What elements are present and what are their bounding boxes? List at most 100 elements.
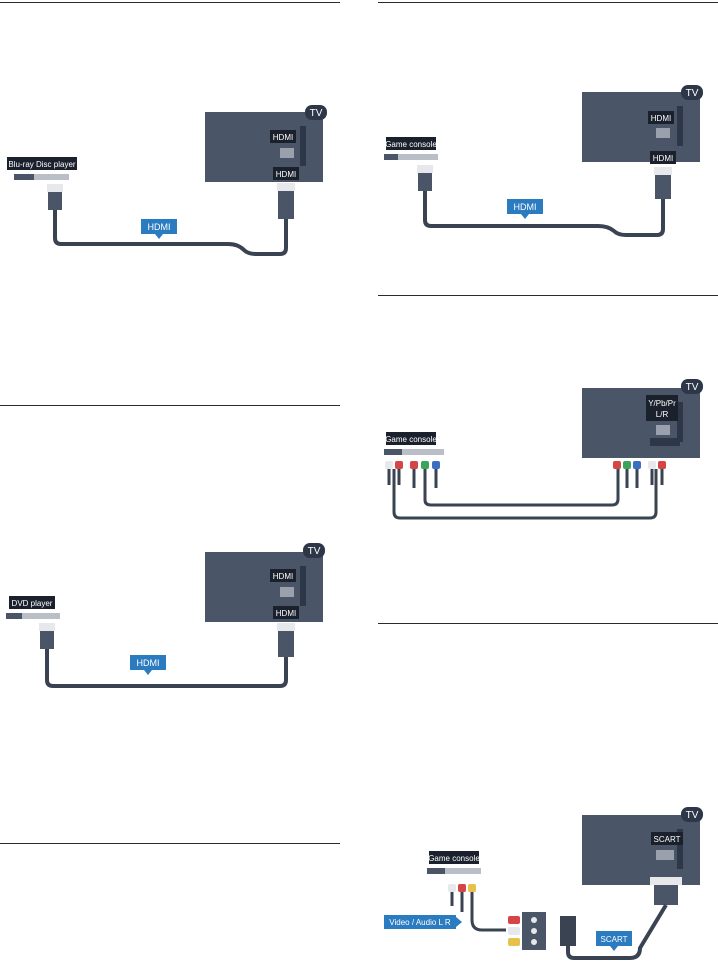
scart-port-label-bg <box>651 832 683 845</box>
plug-red <box>508 916 520 924</box>
component-video-cable <box>423 469 620 507</box>
cable-badge-pointer <box>610 946 618 951</box>
hdmi-port <box>656 128 670 138</box>
hdmi-plug-label: HDMI <box>653 154 673 163</box>
component-port-label-line2: L/R <box>656 410 669 419</box>
diagram-game-console-hdmi: TV HDMI HDMI Game console HDMI <box>384 85 703 237</box>
hdmi-port-label: HDMI <box>651 114 671 123</box>
divider-left-top <box>0 2 340 3</box>
hdmi-port-label: HDMI <box>273 572 293 581</box>
tv-side-plug <box>277 183 295 191</box>
hdmi-port-label-bg <box>648 111 674 124</box>
cable-badge-pointer <box>521 214 529 219</box>
device-label-bg <box>9 596 55 609</box>
plug-white <box>508 927 520 935</box>
plug-white <box>385 461 393 469</box>
device-side-plug <box>39 623 55 631</box>
scart-port <box>656 850 674 860</box>
cable-label: HDMI <box>137 658 160 668</box>
device-side-plug-body <box>418 173 432 191</box>
divider-right-mid <box>378 295 718 296</box>
device-body <box>384 449 444 455</box>
cable-badge <box>141 219 177 234</box>
plug-red <box>395 461 403 469</box>
adapter-jack <box>531 928 537 934</box>
diagram-dvd-hdmi: TV HDMI HDMI DVD player HDMI <box>6 543 325 688</box>
tv-side-plug-body <box>278 191 294 219</box>
device-body-dark <box>6 613 22 619</box>
cable-label: HDMI <box>514 202 537 212</box>
cable-badge-pointer <box>155 234 163 239</box>
hdmi-plug-label: HDMI <box>276 170 296 179</box>
plug-red <box>458 884 466 892</box>
plug-blue <box>432 461 440 469</box>
device-body-dark <box>14 174 34 180</box>
plug-yellow <box>508 938 520 946</box>
device-label: Game console <box>385 140 437 149</box>
cable-badge <box>596 931 632 946</box>
tv-label: TV <box>310 108 323 119</box>
plug-blue <box>633 461 641 469</box>
device-body-dark <box>384 154 398 160</box>
tv-label: TV <box>308 546 321 557</box>
tv-label: TV <box>686 382 699 393</box>
device-body <box>384 154 438 160</box>
device-body <box>427 868 481 874</box>
component-port-label-bg <box>646 395 678 421</box>
hdmi-port-label-bg <box>270 130 296 143</box>
device-side-rca-plugs <box>448 884 476 892</box>
tv-port-strip <box>650 438 680 446</box>
tv-stand-slot <box>677 106 683 146</box>
device-body <box>14 174 69 180</box>
tv-scart-plug-body <box>654 885 678 905</box>
cable-label: SCART <box>601 935 628 944</box>
hdmi-port <box>280 148 294 158</box>
device-body <box>6 613 60 619</box>
tv-stand-slot <box>300 126 306 166</box>
scart-cable <box>566 903 668 960</box>
adapter-jack <box>531 917 537 923</box>
hdmi-cable <box>45 649 288 688</box>
plug-white <box>648 461 656 469</box>
hdmi-port <box>280 587 294 597</box>
hdmi-port-label-bg <box>270 569 296 582</box>
diagram-game-console-ypbpr: TV Y/Pb/Pr L/R Game console <box>384 379 703 520</box>
cable-label: HDMI <box>148 222 171 232</box>
device-side-rca-plugs <box>385 461 440 469</box>
device-label: DVD player <box>12 599 53 608</box>
component-port-label-line1: Y/Pb/Pr <box>648 399 676 408</box>
cable-badge <box>130 655 166 670</box>
device-side-plug-body <box>48 192 62 210</box>
device-label-bg <box>429 851 479 864</box>
device-label-bg <box>7 157 77 170</box>
plug-green <box>623 461 631 469</box>
tv-side-plug <box>277 623 295 631</box>
tv-stand-slot <box>300 566 306 606</box>
device-side-plug <box>47 184 63 192</box>
tv-side-plug-body <box>655 175 671 199</box>
device-label: Game console <box>428 854 480 863</box>
plug-red <box>410 461 418 469</box>
hdmi-plug-label-bg <box>273 606 299 619</box>
tv-badge <box>681 379 703 394</box>
hdmi-cable <box>53 210 288 256</box>
adapter-scart-plug <box>560 916 576 946</box>
cable-badge-pointer <box>144 670 152 675</box>
adapter-jack <box>531 939 537 945</box>
hdmi-plug-label-bg <box>650 151 676 164</box>
hdmi-plug-label-bg <box>273 167 299 180</box>
device-side-plug <box>417 165 433 173</box>
divider-left-bottom <box>0 843 340 844</box>
tv-label: TV <box>686 88 699 99</box>
hdmi-plug-label: HDMI <box>276 609 296 618</box>
scart-port-label: SCART <box>654 835 681 844</box>
device-body-dark <box>384 449 402 455</box>
divider-right-top <box>378 2 718 3</box>
adapter-label-pointer <box>456 917 462 927</box>
diagram-game-console-scart: TV SCART Game console Video / Audio L R <box>384 807 703 960</box>
component-video-cable <box>412 469 639 488</box>
divider-left-mid <box>0 405 340 406</box>
plug-red <box>658 461 666 469</box>
component-port <box>656 425 670 435</box>
